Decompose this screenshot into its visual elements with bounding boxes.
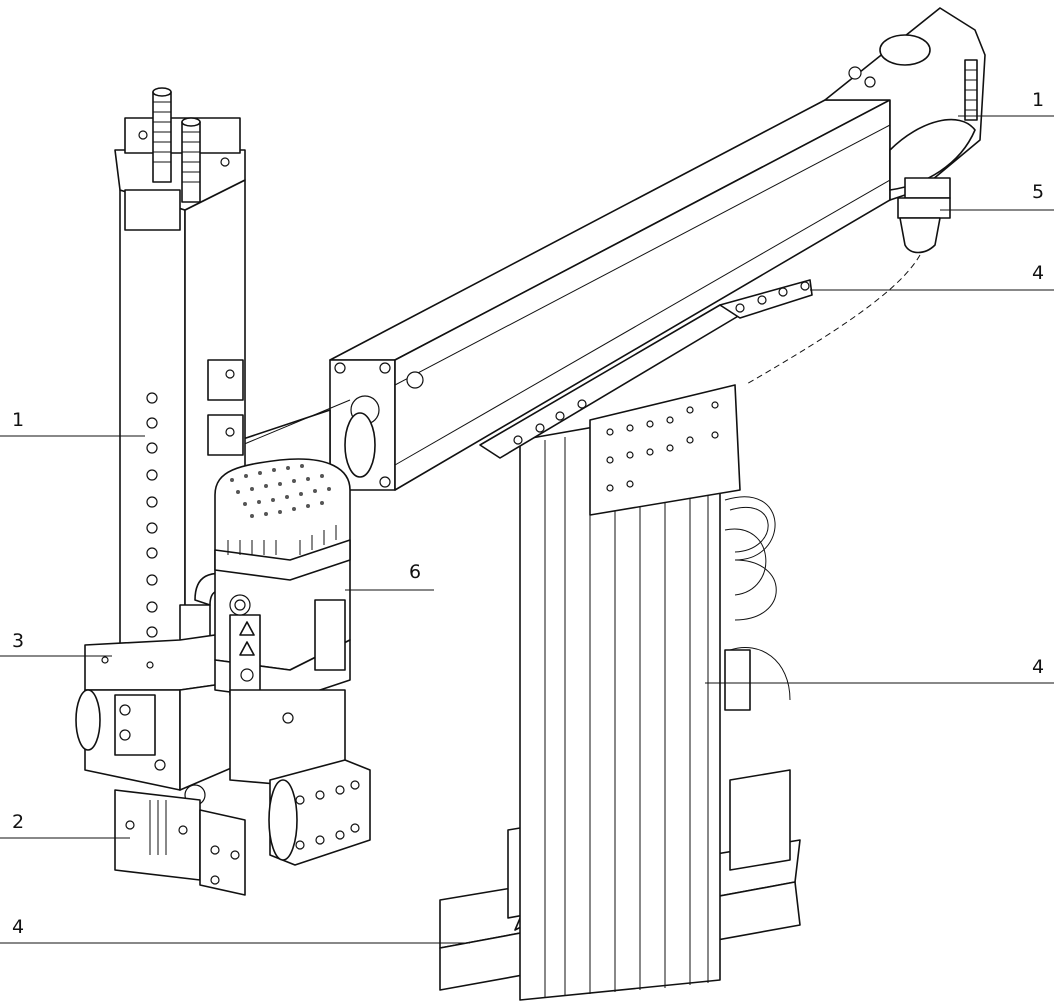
- label-suction-cup: 5: [1032, 181, 1044, 203]
- label-rotary-unit: 3: [12, 630, 24, 652]
- motor: [214, 458, 351, 701]
- horizontal-arm: [229, 99, 891, 501]
- leader-lines: [0, 115, 1054, 944]
- callout-labels: 1 5 4 1 6 3 4 2 4: [12, 89, 1044, 938]
- threaded-rods: [152, 87, 201, 203]
- gearbox: [229, 689, 371, 866]
- label-brace-upper: 4: [1032, 262, 1044, 284]
- cable-bundle: [724, 496, 791, 711]
- label-column: 1: [12, 409, 24, 431]
- label-base: 4: [12, 916, 24, 938]
- label-motor: 6: [409, 561, 421, 583]
- suction-cup: [744, 177, 951, 386]
- arm-head: [824, 7, 986, 201]
- gripper: [114, 789, 246, 896]
- label-arm-top: 1: [1032, 89, 1044, 111]
- label-post: 4: [1032, 656, 1044, 678]
- label-gripper: 2: [12, 811, 24, 833]
- upper-brace: [479, 279, 813, 516]
